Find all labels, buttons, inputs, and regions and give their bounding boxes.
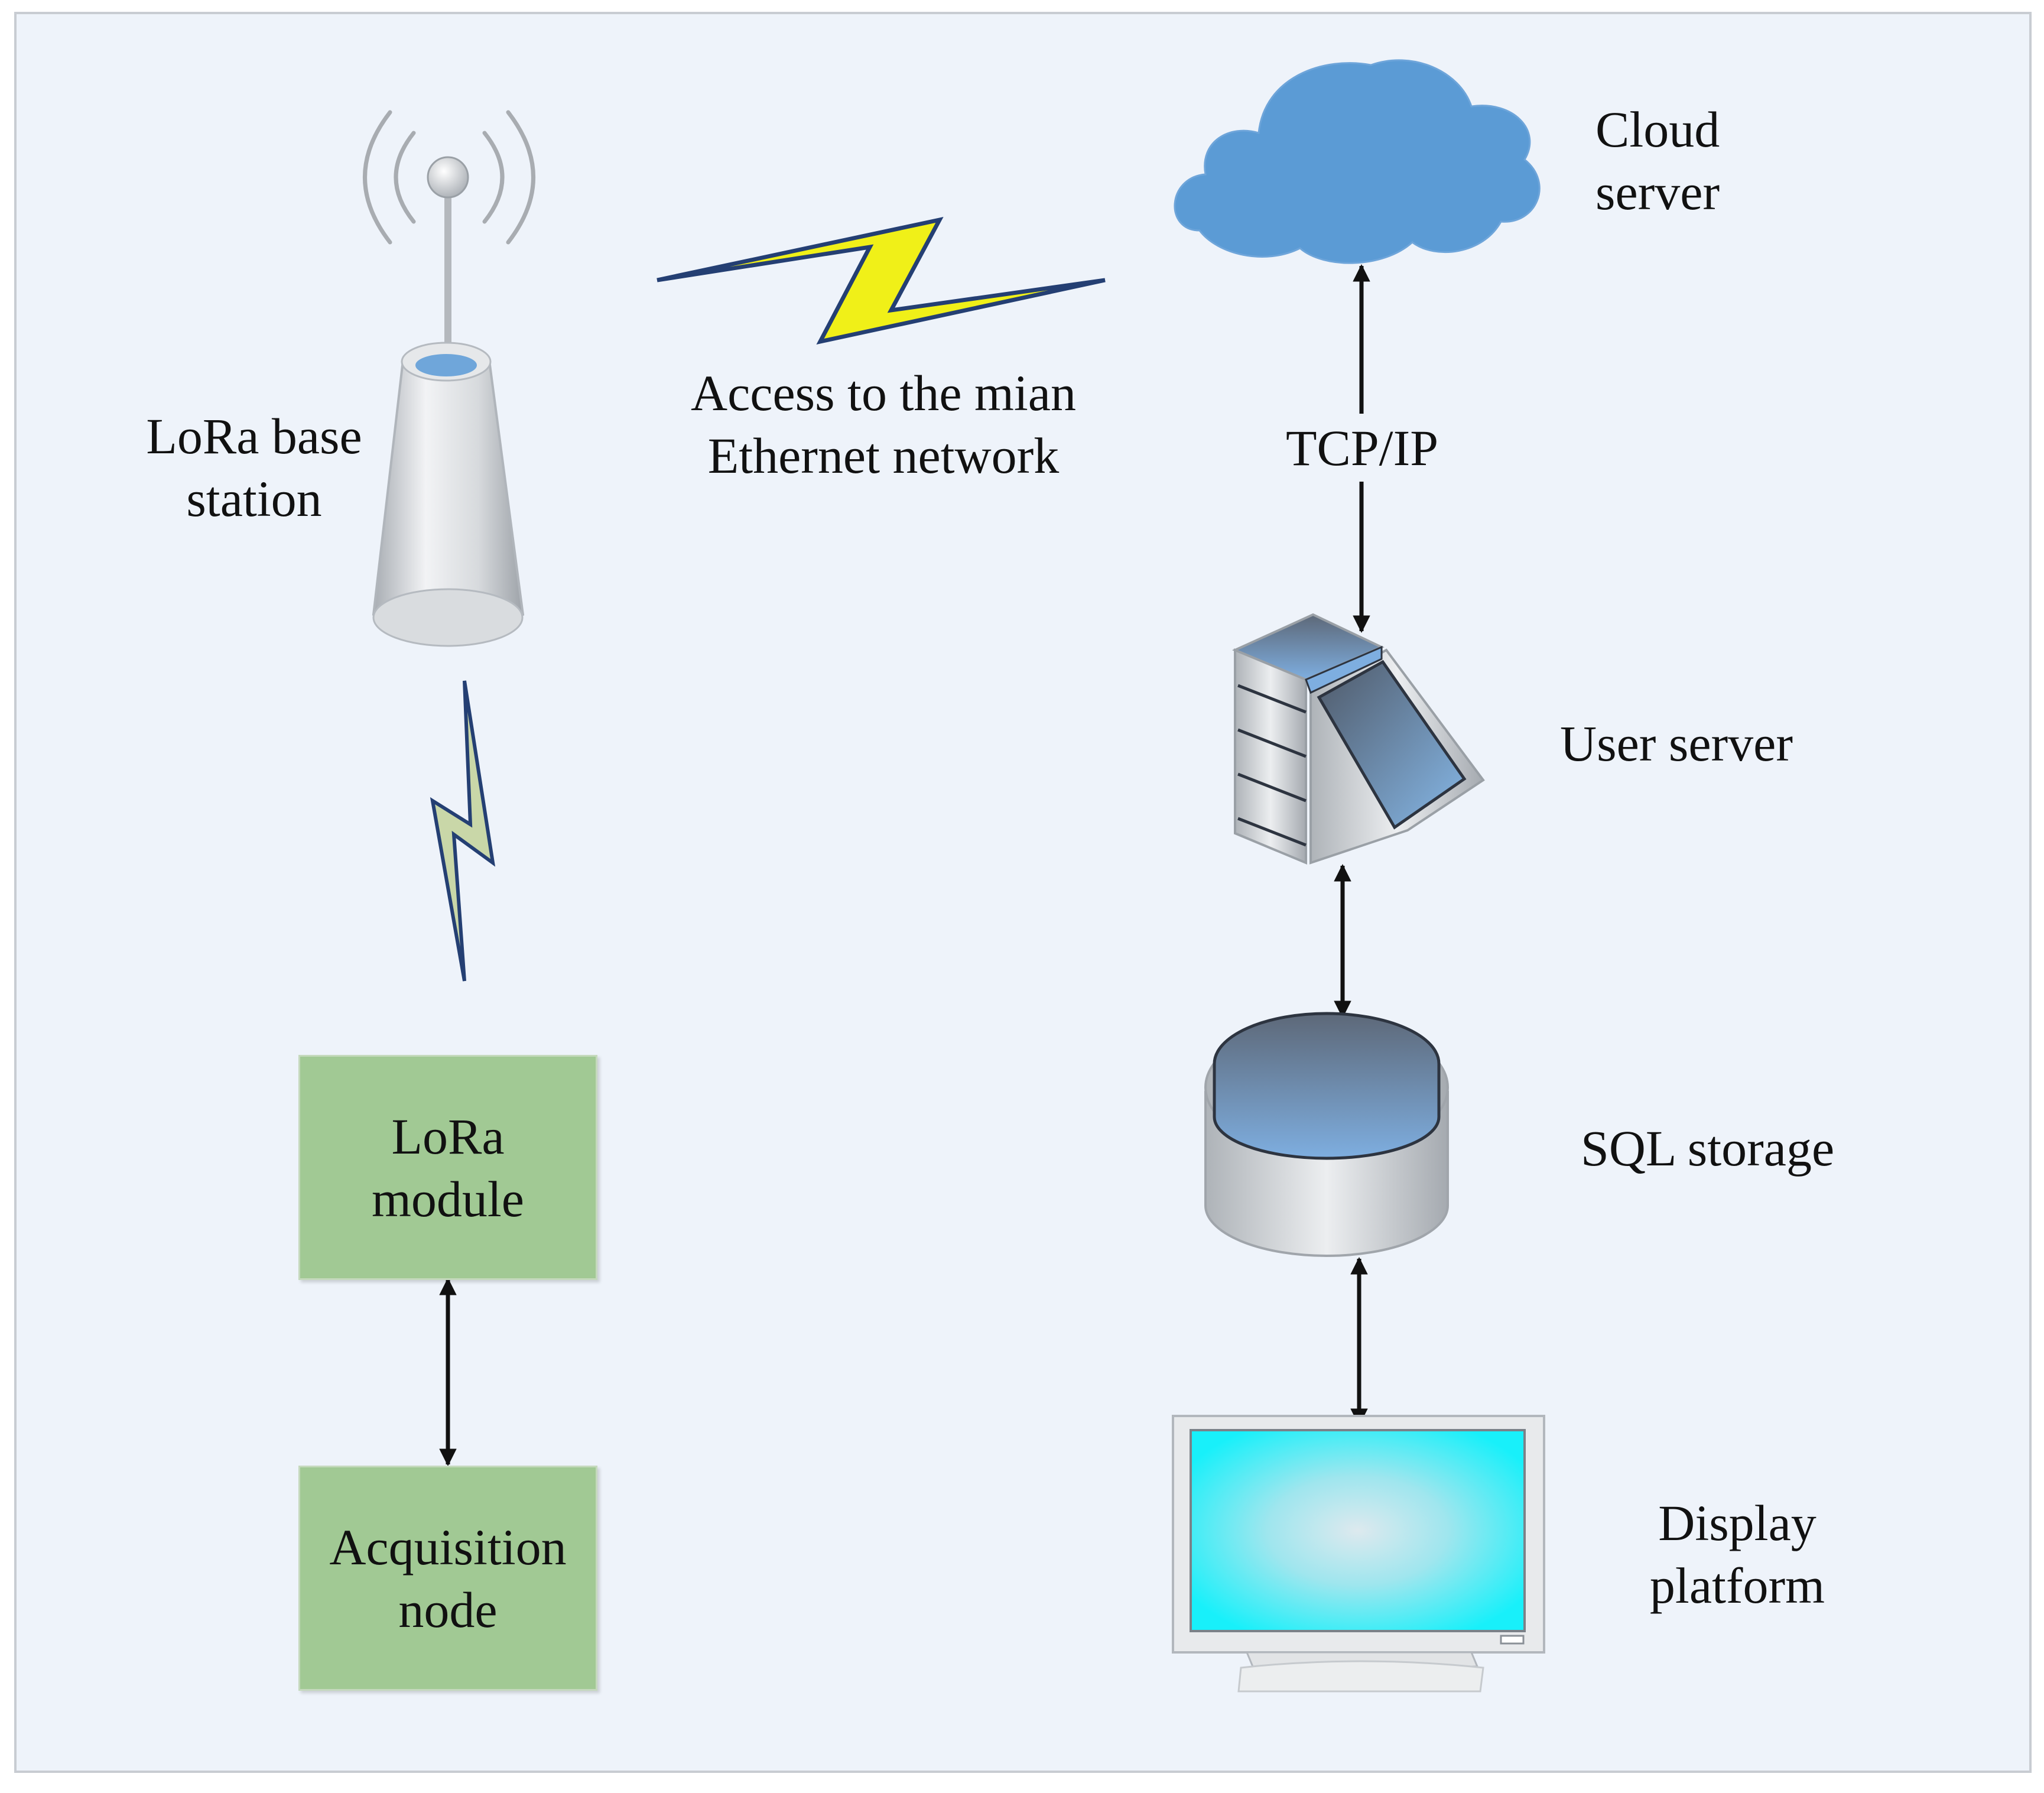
antenna-tower-icon (363, 110, 535, 647)
lora-module-label-line1: LoRa (391, 1107, 505, 1165)
display-label-line2: platform (1649, 1557, 1825, 1614)
acquisition-label-line2: node (398, 1581, 498, 1638)
cloud-label-line1: Cloud (1595, 101, 1720, 158)
cloud-server-label: Cloud server (1595, 98, 1773, 223)
database-cylinder-icon (1204, 1012, 1449, 1257)
access-label-line1: Access to the mian (691, 365, 1076, 421)
sql-storage-label: SQL storage (1581, 1120, 1835, 1177)
display-platform-label: Display platform (1619, 1492, 1855, 1617)
lightning-link-icon (430, 680, 496, 982)
acquisition-node-label: Acquisition node (329, 1516, 566, 1641)
monitor-icon (1172, 1415, 1545, 1693)
acquisition-label-line1: Acquisition (329, 1518, 567, 1576)
lora-module-box: LoRa module (298, 1055, 597, 1280)
base-station-label-line2: station (186, 470, 322, 527)
server-rack-icon (1231, 613, 1485, 865)
cloud-label-line2: server (1595, 164, 1720, 220)
base-station-label-line1: LoRa base (146, 408, 362, 465)
base-station-label: LoRa base station (124, 405, 384, 530)
tcpip-label: TCP/IP (1259, 417, 1465, 479)
user-server-label: User server (1560, 715, 1793, 772)
display-label-line1: Display (1658, 1495, 1816, 1551)
access-network-label: Access to the mian Ethernet network (656, 362, 1111, 487)
cloud-icon (1174, 59, 1541, 264)
access-label-line2: Ethernet network (707, 427, 1060, 484)
lora-module-label: LoRa module (372, 1105, 524, 1230)
acquisition-node-box: Acquisition node (298, 1466, 597, 1691)
lightning-link-icon (657, 217, 1106, 345)
lora-module-label-line2: module (372, 1170, 524, 1227)
